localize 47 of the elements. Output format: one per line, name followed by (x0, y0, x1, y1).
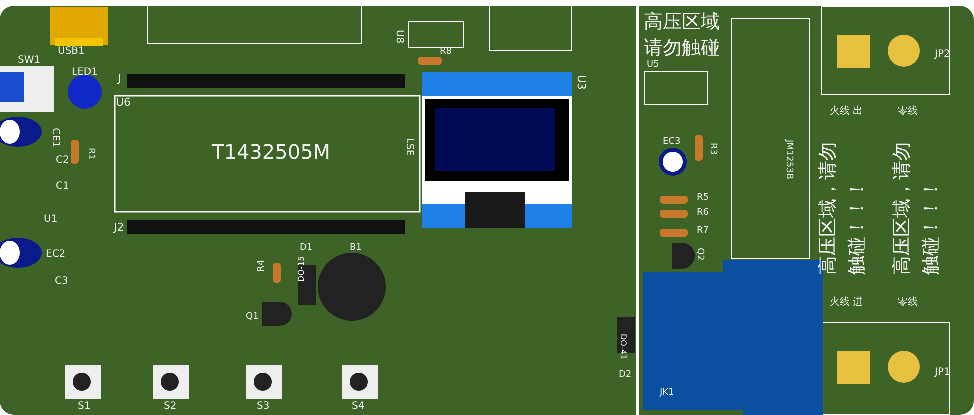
designator-label: S3 (257, 402, 270, 412)
terminal-label: 火线 进 (830, 298, 864, 308)
terminal-label: 零线 (898, 107, 918, 117)
part-marking: JM1253B (784, 140, 793, 180)
designator-label: LSE (404, 138, 414, 156)
designator-label: JK1 (660, 389, 674, 398)
warning-text: 高压区域请勿触碰 (644, 10, 721, 60)
designator-label: U8 (394, 30, 404, 44)
designator-label: JP2 (935, 50, 950, 60)
designator-label: SW1 (18, 56, 41, 66)
designator-label: C2 (56, 156, 70, 166)
designator-label: J (118, 73, 122, 84)
designator-label: C3 (55, 277, 68, 287)
designator-label: Q2 (695, 248, 704, 261)
terminal-label: 火线 出 (830, 107, 864, 117)
designator-label: C1 (56, 182, 70, 192)
designator-label: USB1 (58, 47, 85, 57)
warning-text: 高压区域，请勿触碰！！！ (816, 141, 868, 275)
designator-label: J2 (114, 222, 124, 233)
designator-label: Q1 (246, 313, 259, 322)
designator-label: U3 (576, 75, 587, 90)
designator-label: JP1 (935, 368, 950, 378)
terminal-label: 零线 (898, 298, 918, 308)
designator-label: B1 (350, 244, 362, 253)
designator-label: R3 (708, 143, 717, 155)
designator-label: EC3 (663, 138, 681, 147)
designator-label: U1 (44, 215, 58, 225)
designator-label: R8 (440, 48, 452, 57)
part-marking: DO-15 (298, 256, 306, 282)
designator-label: R4 (258, 260, 267, 272)
part-marking: T1432505M (212, 142, 331, 162)
designator-label: S4 (352, 402, 365, 412)
designator-label: CE1 (50, 128, 60, 148)
designator-label: U5 (647, 61, 660, 70)
designator-label: D1 (300, 244, 313, 253)
part-marking: DO-41 (619, 334, 627, 360)
designator-label: R7 (697, 227, 709, 236)
designator-label: S2 (164, 402, 177, 412)
designator-label: R1 (86, 148, 95, 160)
warning-text: 高压区域，请勿触碰！！！ (890, 141, 942, 275)
designator-label: EC2 (46, 250, 66, 260)
designator-label: R5 (697, 194, 709, 203)
designator-label: S1 (78, 402, 91, 412)
designator-label: R6 (697, 209, 709, 218)
designator-label: U6 (116, 97, 132, 108)
designator-label: D2 (619, 371, 632, 380)
designator-label: LED1 (72, 68, 98, 78)
